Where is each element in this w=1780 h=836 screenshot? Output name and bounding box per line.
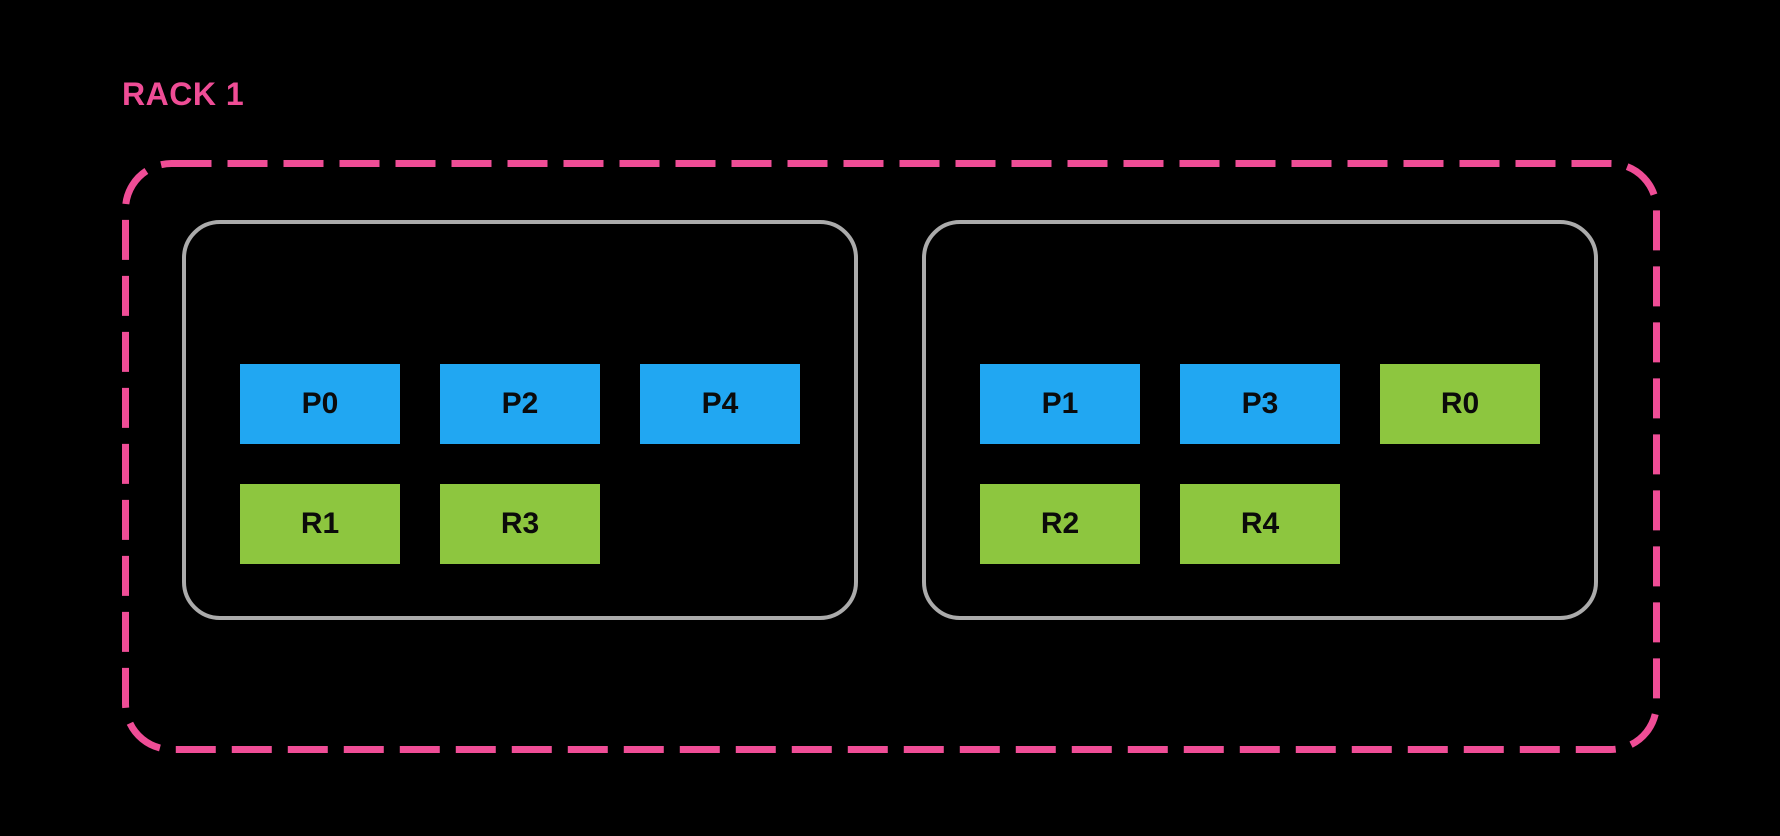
shard-p2: P2 xyxy=(440,364,600,444)
shard-r2: R2 xyxy=(980,484,1140,564)
host-box-left xyxy=(182,220,858,620)
rack-dashed-boundary xyxy=(122,160,1660,753)
shard-r3: R3 xyxy=(440,484,600,564)
host-box-right xyxy=(922,220,1598,620)
shard-r4: R4 xyxy=(1180,484,1340,564)
shard-r0: R0 xyxy=(1380,364,1540,444)
shard-p0: P0 xyxy=(240,364,400,444)
shard-r1: R1 xyxy=(240,484,400,564)
shard-p3: P3 xyxy=(1180,364,1340,444)
shard-p1: P1 xyxy=(980,364,1140,444)
rack-title: RACK 1 xyxy=(122,76,245,112)
rack-boundary-rect xyxy=(122,160,1660,753)
shard-p4: P4 xyxy=(640,364,800,444)
